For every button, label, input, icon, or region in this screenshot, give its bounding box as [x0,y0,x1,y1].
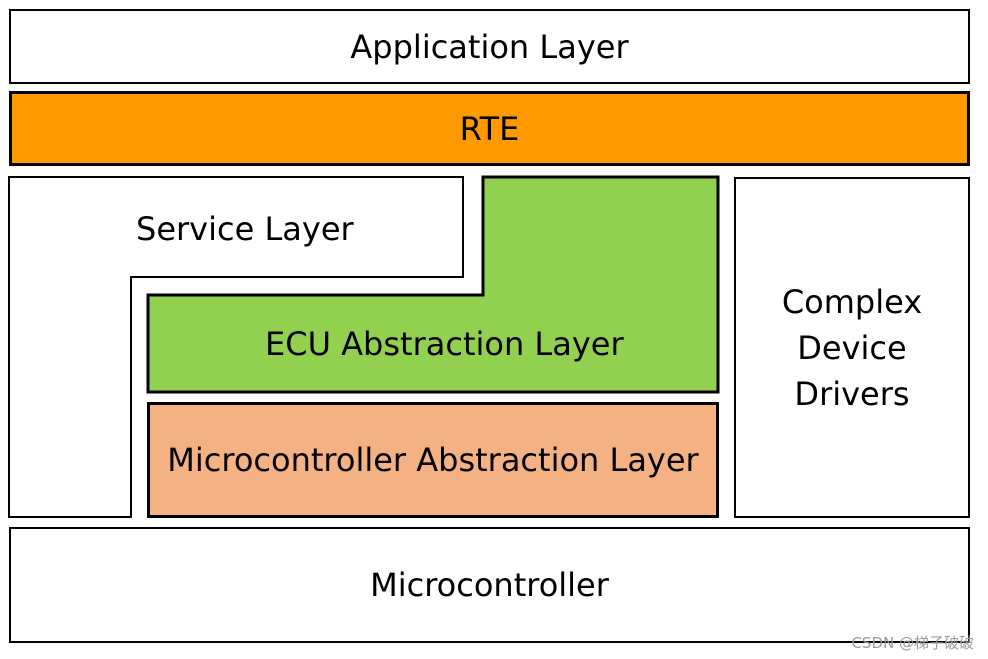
mcal-layer-label: Microcontroller Abstraction Layer [167,441,699,479]
ecu-abstraction-layer-label: ECU Abstraction Layer [265,325,624,363]
rte-layer: RTE [9,91,970,166]
mcal-layer: Microcontroller Abstraction Layer [147,402,719,518]
cdd-label-line1: Complex [781,282,923,321]
cdd-label-line3: Drivers [794,374,910,413]
watermark: CSDN @梯子破破 [851,634,974,652]
microcontroller-layer: Microcontroller [9,527,970,643]
rte-layer-label: RTE [459,109,520,148]
microcontroller-layer-label: Microcontroller [370,566,609,604]
complex-device-drivers: Complex Device Drivers [734,177,970,518]
application-layer: Application Layer [9,9,970,84]
cdd-label-line2: Device [797,328,907,367]
application-layer-label: Application Layer [350,27,629,66]
service-layer-label: Service Layer [136,210,354,248]
